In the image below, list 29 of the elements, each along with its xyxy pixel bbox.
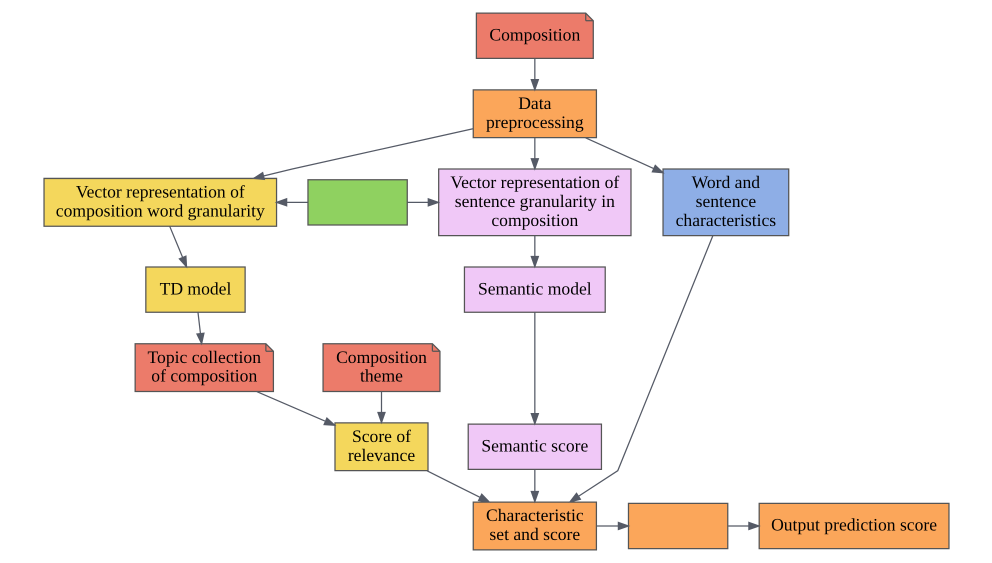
arrow bbox=[530, 138, 539, 171]
arrow bbox=[568, 236, 713, 503]
node-box: Score of relevance bbox=[334, 422, 428, 472]
arrow bbox=[406, 198, 440, 207]
arrow bbox=[728, 522, 760, 530]
arrow bbox=[530, 236, 539, 268]
node-box: Semantic model bbox=[463, 266, 606, 313]
node-box: Word and sentence characteristics bbox=[662, 168, 789, 236]
arrow bbox=[596, 522, 630, 530]
arrow bbox=[376, 392, 386, 424]
node-box: Vector representation of composition word granularity bbox=[42, 178, 277, 227]
node-box: Characteristic set and score bbox=[472, 501, 597, 550]
arrow bbox=[584, 137, 664, 174]
node-box: Data preprocessing bbox=[472, 89, 597, 138]
arrow bbox=[256, 391, 336, 426]
arrow bbox=[251, 128, 473, 180]
arrow bbox=[426, 470, 490, 503]
node-box bbox=[627, 502, 728, 550]
node-box: Vector representation of sentence granularity in composition bbox=[438, 168, 632, 236]
arrow bbox=[168, 226, 187, 269]
arrow bbox=[274, 198, 308, 207]
arrow bbox=[530, 470, 539, 504]
arrow bbox=[530, 312, 539, 426]
arrow bbox=[530, 58, 539, 92]
arrow bbox=[196, 312, 204, 346]
node-box: TD model bbox=[144, 266, 246, 313]
node-box bbox=[306, 179, 408, 226]
node-box: Semantic score bbox=[467, 424, 602, 470]
node-box: Output prediction score bbox=[758, 502, 950, 550]
